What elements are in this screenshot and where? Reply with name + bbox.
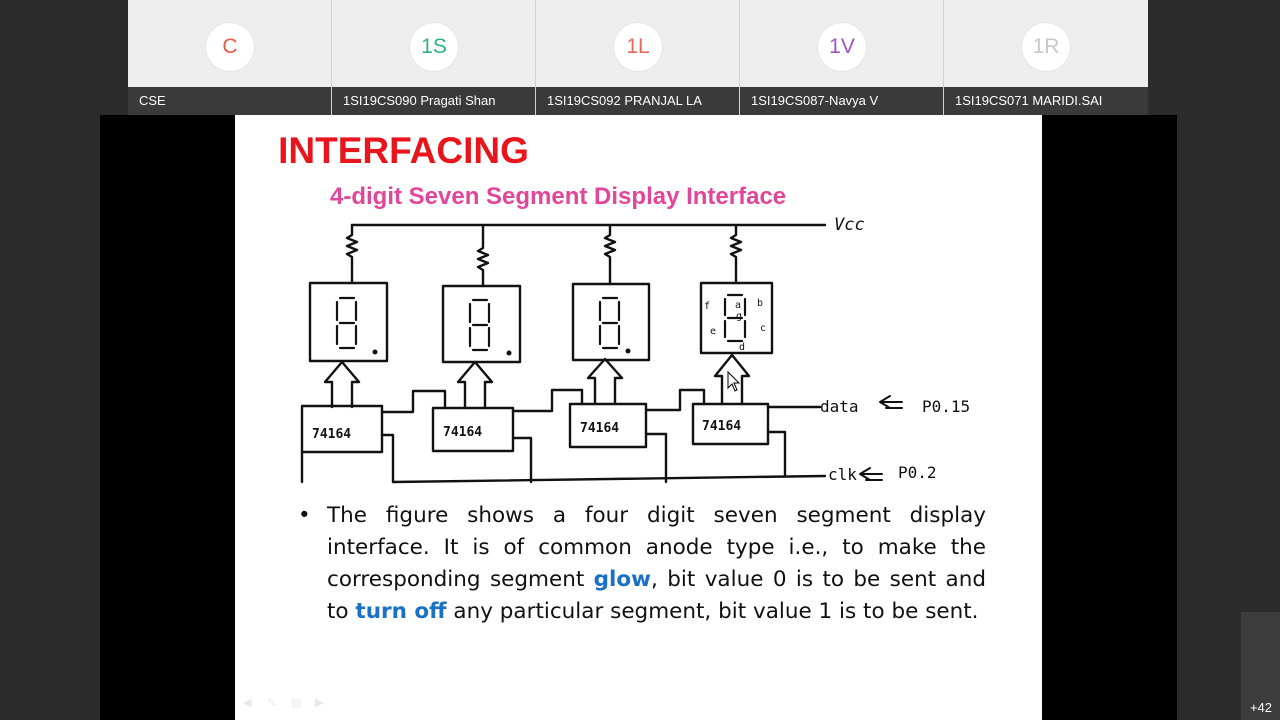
seven-segment-display xyxy=(441,284,522,364)
slide-bullet: The figure shows a four digit seven segm… xyxy=(298,500,986,628)
decimal-point xyxy=(625,348,631,354)
resistor xyxy=(603,223,617,286)
clock-port-arrow xyxy=(859,467,883,481)
participant-avatar: C xyxy=(206,23,254,71)
previous-slide-icon[interactable]: ◀ xyxy=(243,697,252,709)
participant-tile[interactable]: 1V 1SI19CS087-Navya V xyxy=(740,0,944,115)
shift-register-chip xyxy=(691,402,770,446)
decimal-point xyxy=(372,349,378,355)
chip-label: 74164 xyxy=(702,419,741,434)
participant-strip: C CSE 1S 1SI19CS090 Pragati Shan 1L 1SI1… xyxy=(128,0,1149,115)
seven-segment-display xyxy=(699,281,774,355)
segment-label-e: e xyxy=(710,326,716,337)
shift-register-chip xyxy=(431,406,515,453)
slide-toolbar: ◀ ✎ ▤ ▶ xyxy=(243,697,329,709)
clock-line xyxy=(391,474,827,484)
digit-segments xyxy=(598,296,621,350)
seven-segment-circuit-diagram: Vcc 74164 74164 74164 74164 data P0.15 c… xyxy=(300,215,970,484)
participant-name: 1SI19CS092 PRANJAL LA xyxy=(536,87,739,115)
participant-name: CSE xyxy=(128,87,331,115)
participant-name: 1SI19CS090 Pragati Shan xyxy=(332,87,535,115)
chip-label: 74164 xyxy=(312,427,351,442)
digit-segments xyxy=(468,298,491,352)
next-slide-icon[interactable]: ▶ xyxy=(315,697,324,709)
data-link xyxy=(644,388,706,412)
chip-label: 74164 xyxy=(580,421,619,436)
highlight-glow: glow xyxy=(593,567,652,592)
clk-port-label: P0.2 xyxy=(898,463,937,482)
bus-arrow xyxy=(323,360,361,409)
bus-arrow xyxy=(586,357,624,406)
data-link xyxy=(380,389,447,414)
participant-avatar: 1L xyxy=(614,23,662,71)
bullet-text: , bit value 0 is to be sent and to xyxy=(327,567,986,624)
chip-label: 74164 xyxy=(443,425,482,440)
bus-arrow xyxy=(456,360,494,410)
data-link xyxy=(511,388,584,413)
participants-overflow[interactable]: +42 xyxy=(1241,612,1280,720)
segment-label-a: a xyxy=(735,300,741,311)
bullet-text: any particular segment, bit value 1 is t… xyxy=(446,599,979,624)
resistor xyxy=(729,223,743,285)
seven-segment-display xyxy=(308,281,389,363)
participant-tile[interactable]: 1S 1SI19CS090 Pragati Shan xyxy=(332,0,536,115)
participant-avatar: 1R xyxy=(1022,23,1070,71)
highlight-turn-off: turn off xyxy=(355,599,447,624)
segment-label-g: g xyxy=(736,311,742,322)
more-participants-count[interactable]: +42 xyxy=(1249,700,1272,715)
vcc-label: Vcc xyxy=(834,215,865,235)
menu-icon[interactable]: ▤ xyxy=(291,697,302,709)
data-label: data xyxy=(820,397,859,416)
digit-segments xyxy=(335,296,358,350)
slide-bullet-list: The figure shows a four digit seven segm… xyxy=(298,500,986,628)
segment-label-b: b xyxy=(757,298,763,309)
seven-segment-display xyxy=(571,282,651,362)
segment-label-c: c xyxy=(760,323,766,334)
bullet-text: The figure shows a four digit seven segm… xyxy=(327,503,986,592)
resistor xyxy=(476,223,490,288)
decimal-point xyxy=(506,350,512,356)
data-port-arrow xyxy=(879,395,903,409)
participant-tile[interactable]: 1L 1SI19CS092 PRANJAL LA xyxy=(536,0,740,115)
pen-icon[interactable]: ✎ xyxy=(267,697,277,709)
clk-label: clk xyxy=(828,465,857,484)
participant-name: 1SI19CS071 MARIDI.SAI xyxy=(944,87,1148,115)
shift-register-chip xyxy=(568,402,648,449)
participant-tile[interactable]: C CSE xyxy=(128,0,332,115)
segment-label-d: d xyxy=(739,342,745,353)
clock-taps xyxy=(300,430,787,484)
slide-title: INTERFACING xyxy=(278,130,529,171)
shift-register-chip xyxy=(300,404,384,454)
mouse-cursor-icon xyxy=(727,370,741,392)
participant-tile[interactable]: 1R 1SI19CS071 MARIDI.SAI xyxy=(944,0,1148,115)
participant-name: 1SI19CS087-Navya V xyxy=(740,87,943,115)
participant-avatar: 1V xyxy=(818,23,866,71)
participant-avatar: 1S xyxy=(410,23,458,71)
data-port-label: P0.15 xyxy=(922,397,970,416)
digit-segments xyxy=(723,293,747,343)
slide-subtitle: 4-digit Seven Segment Display Interface xyxy=(330,183,787,210)
resistor xyxy=(345,223,359,285)
segment-label-f: f xyxy=(704,301,710,312)
bus-arrow xyxy=(713,353,751,406)
